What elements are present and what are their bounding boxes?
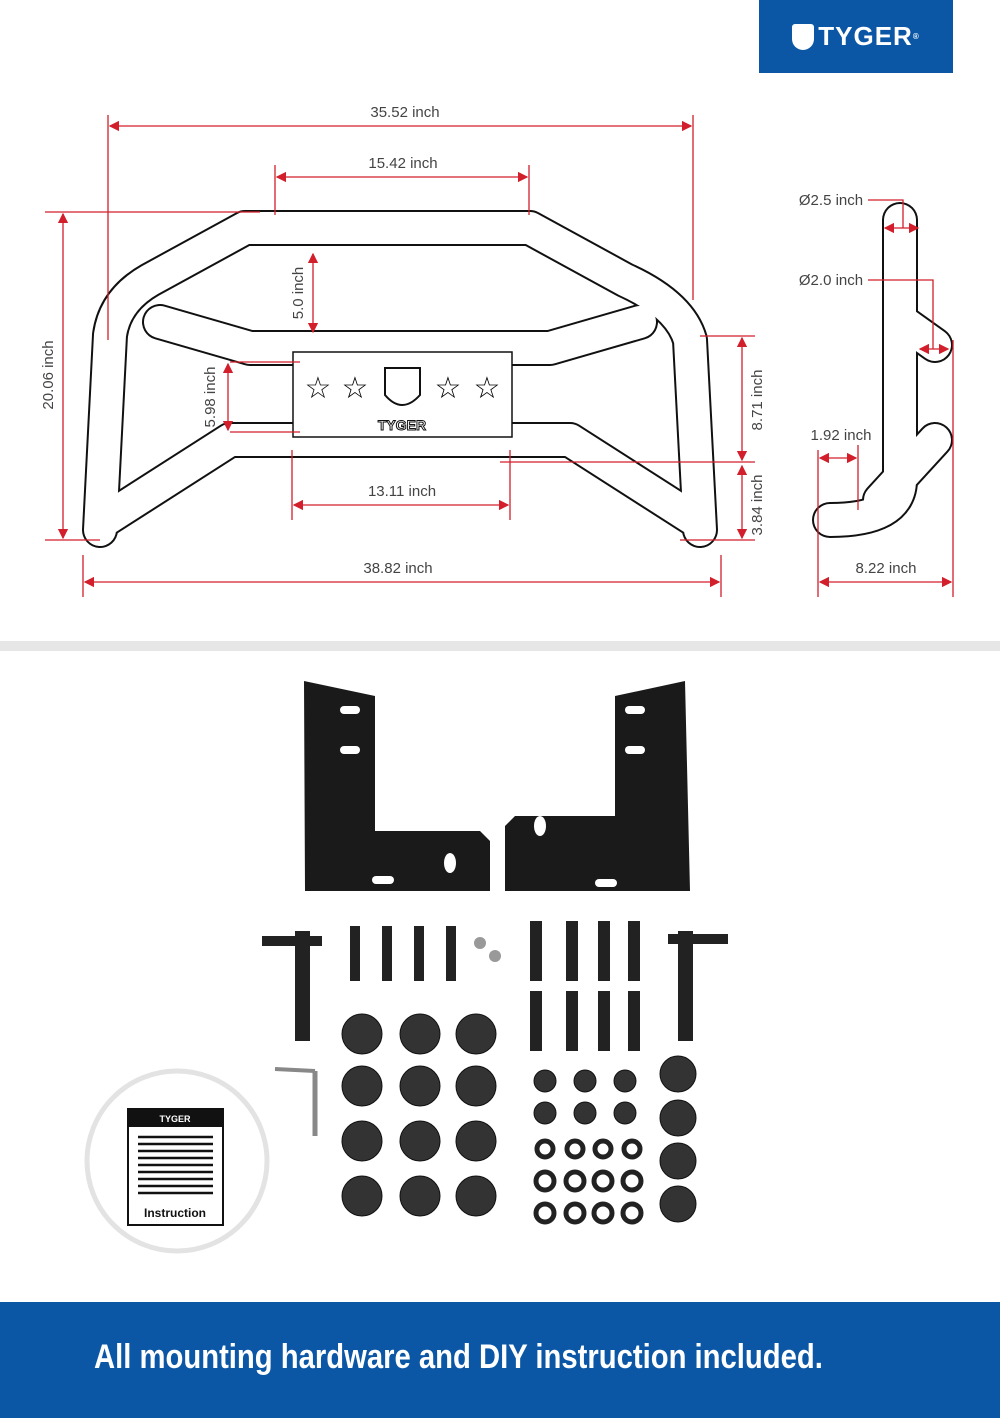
bracket-holes [340, 706, 645, 887]
dimension-labels: 35.52 inch 15.42 inch 5.0 inch 20.06 inc… [40, 104, 916, 577]
lock-washers [533, 1138, 644, 1225]
hardware-kit: TYGER Instruction [84, 681, 728, 1254]
dim-top-bar-width: 15.42 inch [368, 155, 437, 172]
dim-plate-height: 8.71 inch [749, 370, 766, 431]
dim-top-drop: 5.0 inch [290, 267, 307, 320]
tyger-logo: TYGER® [759, 0, 953, 73]
bar-plate: ☆ ☆ ☆ ☆ TYGER [292, 351, 513, 438]
star-icon: ☆ [474, 372, 501, 405]
dimension-diagram: ☆ ☆ ☆ ☆ TYGER 35.52 inch 15.42 inch 5.0 in… [40, 104, 954, 597]
dimension-lines [45, 115, 954, 597]
plate-brand-text: TYGER [378, 417, 426, 433]
plate-shield-icon [384, 367, 421, 406]
dim-bottom-height: 3.84 inch [749, 475, 766, 536]
footer-banner: All mounting hardware and DIY instructio… [0, 1302, 1000, 1418]
dim-inner-gap: 5.98 inch [202, 367, 219, 428]
star-icon: ☆ [342, 372, 369, 405]
booklet-brand: TYGER [159, 1114, 191, 1124]
section-divider [0, 641, 1000, 651]
dim-overall-top-width: 35.52 inch [370, 104, 439, 121]
instruction-booklet: TYGER Instruction [84, 1068, 270, 1254]
bolts [262, 921, 728, 1051]
dim-overall-bottom-width: 38.82 inch [363, 560, 432, 577]
dim-plate-width: 13.11 inch [368, 483, 436, 500]
logo-text: TYGER [818, 21, 913, 51]
dim-tube-diameter-main: Ø2.5 inch [799, 192, 863, 209]
dim-side-depth: 8.22 inch [856, 560, 917, 577]
hex-key [274, 1067, 318, 1136]
dim-side-offset: 1.92 inch [811, 427, 872, 444]
small-screws [474, 937, 501, 962]
mounting-brackets [304, 681, 690, 891]
star-icon: ☆ [435, 372, 462, 405]
tiger-shield-icon [792, 23, 815, 50]
instruction-label: Instruction [144, 1206, 206, 1220]
dim-overall-height: 20.06 inch [40, 340, 57, 409]
star-icon: ☆ [305, 372, 332, 405]
bull-bar-drawing [82, 202, 953, 548]
registered-mark: ® [912, 32, 920, 41]
banner-text: All mounting hardware and DIY instructio… [94, 1338, 823, 1376]
dim-tube-diameter-secondary: Ø2.0 inch [799, 272, 863, 289]
washers-and-nuts [341, 1013, 697, 1223]
